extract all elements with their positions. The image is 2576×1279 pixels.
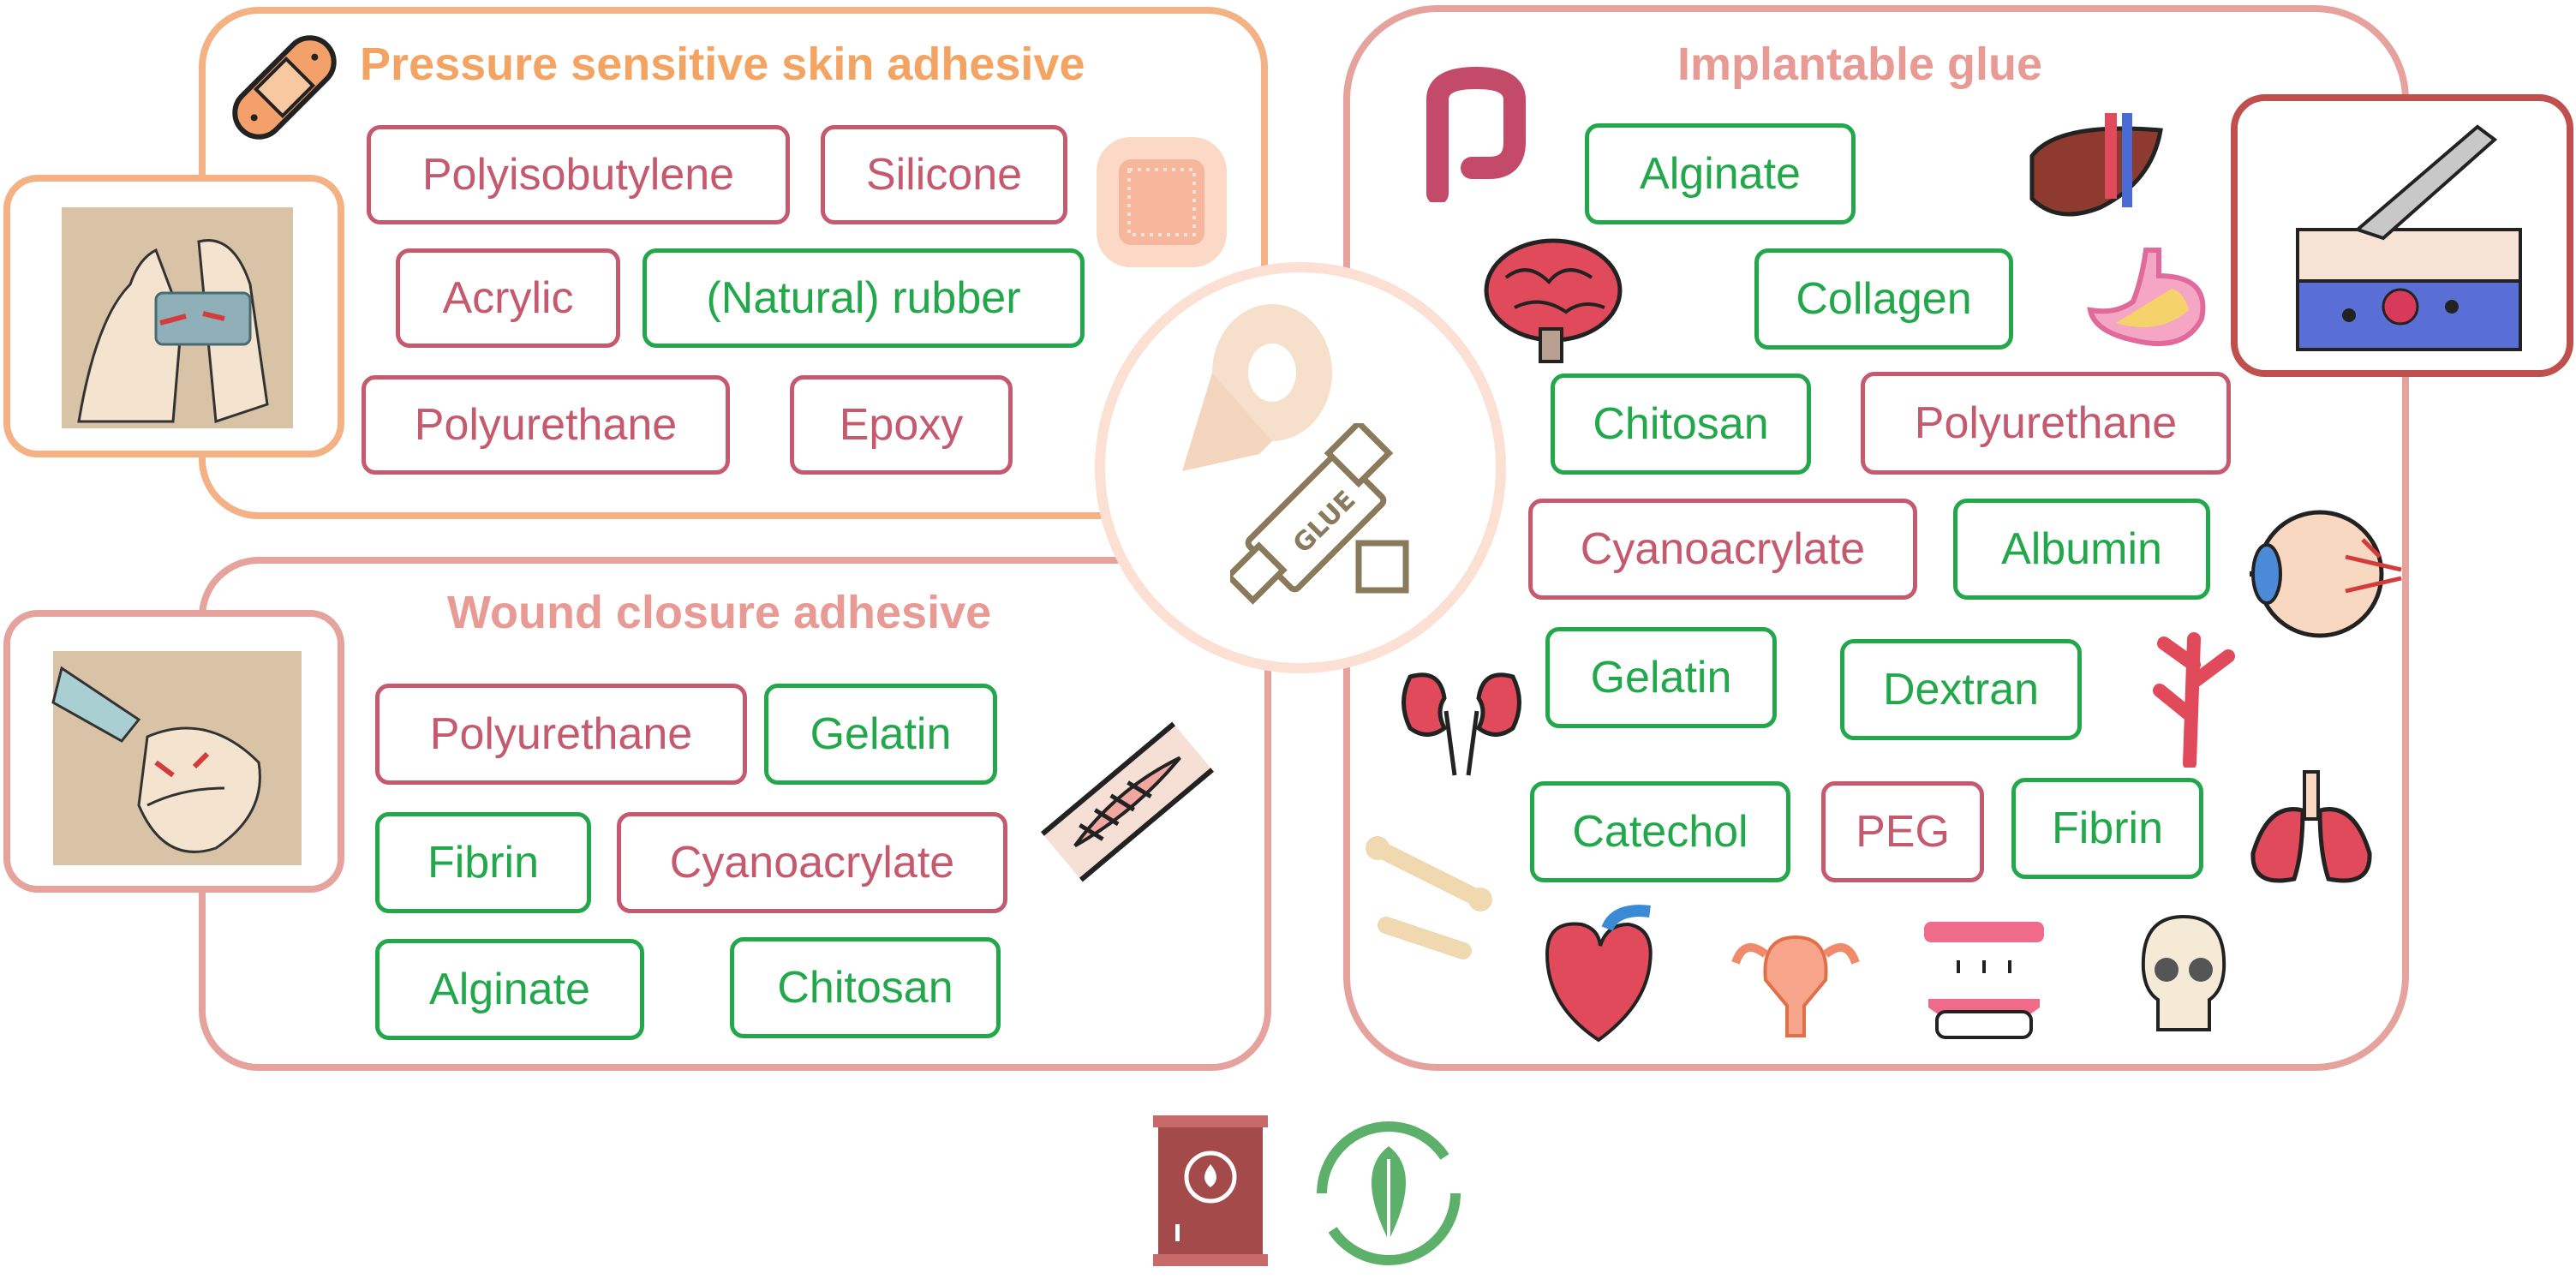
- skull-icon: [2141, 914, 2226, 1031]
- heart-icon: [1545, 905, 1653, 1043]
- material-tag: Alginate: [375, 939, 644, 1040]
- material-tag: Polyurethane: [362, 375, 730, 475]
- dentures-icon: [1924, 922, 2044, 1039]
- wound-closure-title: Wound closure adhesive: [447, 587, 992, 638]
- material-tag: Polyurethane: [1861, 372, 2231, 475]
- material-tag: Fibrin: [375, 812, 591, 913]
- pressure-sensitive-title: Pressure sensitive skin adhesive: [360, 39, 1085, 90]
- implantable-glue-title: Implantable glue: [1677, 39, 2043, 90]
- stitched-wound-icon: [1040, 721, 1215, 882]
- material-tag: Alginate: [1585, 123, 1856, 224]
- material-tag: (Natural) rubber: [643, 248, 1085, 348]
- material-tag: Albumin: [1953, 499, 2210, 600]
- glue-tube-icon: GLUE: [1230, 423, 1409, 605]
- skin-patch-illustration: [3, 175, 344, 457]
- kidneys-icon: [1402, 672, 1521, 776]
- implant-surgery-illustration: [2231, 94, 2573, 377]
- blood-vessel-icon: [2153, 632, 2235, 768]
- brain-icon: [1484, 238, 1623, 363]
- eye-icon: [2250, 510, 2402, 638]
- material-tag: Chitosan: [730, 937, 1001, 1038]
- material-tag: Cyanoacrylate: [1528, 499, 1917, 600]
- wound-glue-illustration: [3, 610, 344, 893]
- bone-icon: [1366, 836, 1492, 959]
- material-tag: Catechol: [1530, 781, 1790, 882]
- tape-roll-icon: [1182, 304, 1332, 471]
- material-tag: Collagen: [1754, 248, 2013, 350]
- material-tag: Acrylic: [396, 248, 620, 348]
- material-tag: Cyanoacrylate: [617, 812, 1007, 913]
- stomach-icon: [2087, 248, 2206, 347]
- material-tag: Gelatin: [1545, 627, 1777, 728]
- bandage-icon: [232, 35, 337, 140]
- material-tag: Polyurethane: [375, 684, 747, 785]
- intestine-icon: [1426, 66, 1526, 202]
- lungs-icon: [2250, 770, 2372, 883]
- recycle-leaf-icon: [1317, 1121, 1461, 1265]
- material-tag: PEG: [1821, 781, 1984, 882]
- material-tag: Polyisobutylene: [367, 125, 790, 224]
- material-tag: Dextran: [1840, 639, 2082, 740]
- oil-barrel-icon: [1153, 1115, 1268, 1266]
- material-tag: Epoxy: [790, 375, 1013, 475]
- liver-icon: [2029, 113, 2163, 217]
- material-tag: Gelatin: [764, 684, 997, 785]
- material-tag: Chitosan: [1551, 374, 1811, 475]
- material-tag: Silicone: [821, 125, 1067, 224]
- uterus-icon: [1731, 935, 1860, 1037]
- skin-patch-icon: [1097, 137, 1227, 267]
- material-tag: Fibrin: [2011, 778, 2203, 879]
